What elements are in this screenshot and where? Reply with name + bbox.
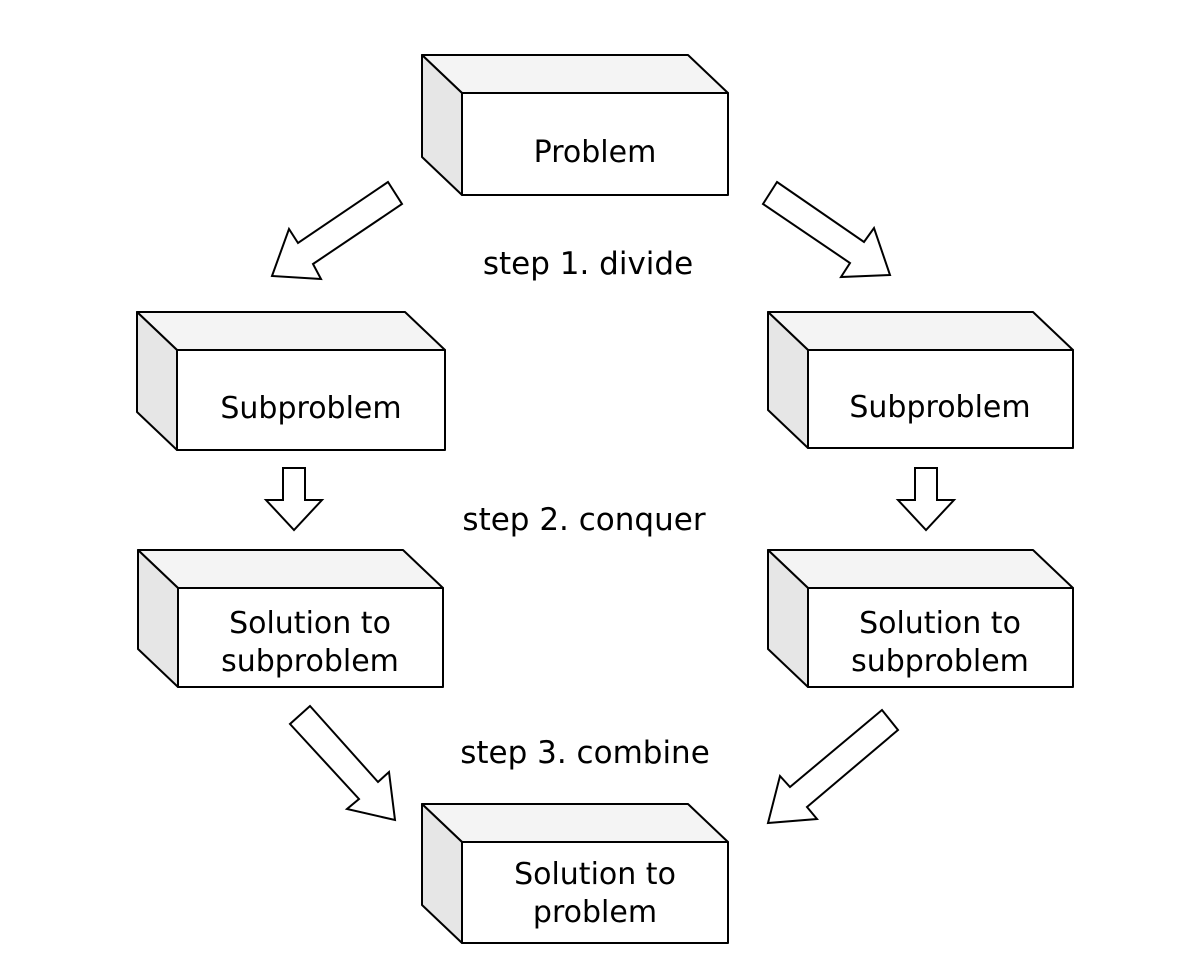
solution-subproblem-box-right: Solution to subproblem <box>767 549 1074 688</box>
solution-subproblem-right-front-face <box>807 587 1074 688</box>
solution-subproblem-right-label-line2: subproblem <box>851 644 1029 679</box>
conquer-arrow-right-icon <box>895 467 957 532</box>
solution-problem-label-line1: Solution to <box>514 857 676 892</box>
subproblem-box-right: Subproblem <box>767 311 1074 449</box>
conquer-arrow-left-icon <box>263 467 325 532</box>
solution-subproblem-left-top-face <box>137 549 444 589</box>
subproblem-left-front-face <box>176 349 446 451</box>
solution-subproblem-left-label-line2: subproblem <box>221 644 399 679</box>
subproblem-left-label: Subproblem <box>220 391 401 426</box>
solution-problem-box: Solution to problem <box>421 803 729 944</box>
solution-problem-label-line2: problem <box>533 895 657 930</box>
divide-arrow-right-icon <box>761 180 892 279</box>
solution-problem-top-face <box>421 803 729 843</box>
subproblem-box-left: Subproblem <box>136 311 446 451</box>
solution-subproblem-left-front-face <box>177 587 444 688</box>
subproblem-right-top-face <box>767 311 1074 351</box>
solution-subproblem-right-top-face <box>767 549 1074 589</box>
solution-subproblem-right-label-line1: Solution to <box>859 606 1021 641</box>
divide-arrow-left-icon <box>270 180 404 281</box>
problem-box-front-face <box>461 92 729 196</box>
solution-problem-front-face <box>461 841 729 944</box>
problem-box-top-face <box>421 54 729 94</box>
step3-label: step 3. combine <box>460 735 710 771</box>
subproblem-right-front-face <box>807 349 1074 449</box>
step2-label: step 2. conquer <box>462 502 705 538</box>
problem-box-label: Problem <box>534 135 657 170</box>
subproblem-left-top-face <box>136 311 446 351</box>
combine-arrow-left-icon <box>288 704 397 822</box>
solution-subproblem-left-label-line1: Solution to <box>229 606 391 641</box>
combine-arrow-right-icon <box>766 708 900 825</box>
solution-subproblem-box-left: Solution to subproblem <box>137 549 444 688</box>
step1-label: step 1. divide <box>483 246 693 282</box>
problem-box: Problem <box>421 54 729 196</box>
subproblem-right-label: Subproblem <box>849 390 1030 425</box>
